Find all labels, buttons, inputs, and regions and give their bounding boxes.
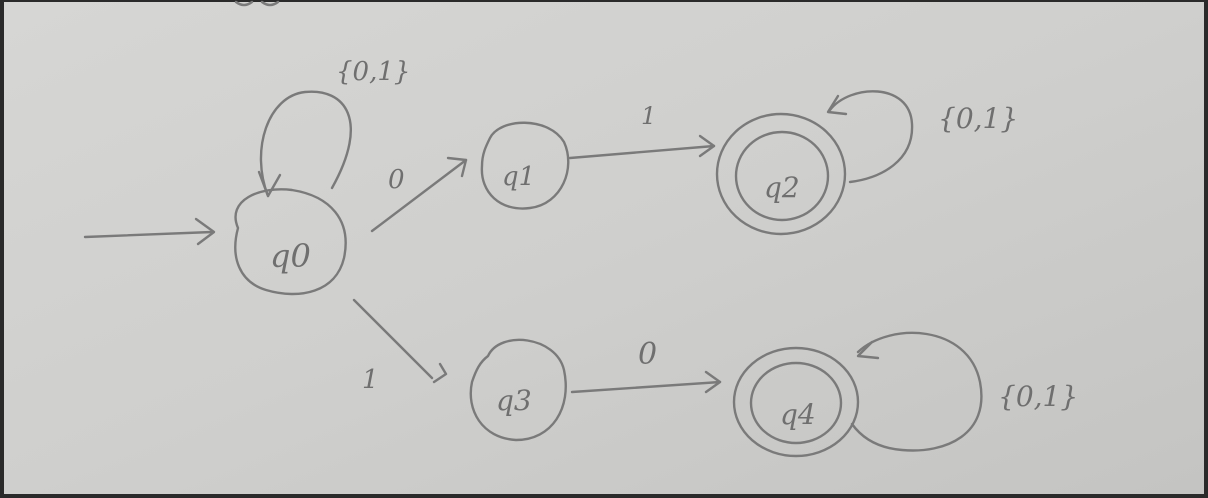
state-q3-label: q3 — [496, 384, 532, 417]
transition-q3-q4 — [570, 370, 722, 394]
q0-loop-label: {0,1} — [336, 57, 410, 87]
transition-q1-q2-label: 1 — [641, 102, 656, 130]
state-q0: q0 — [234, 188, 347, 296]
q0-self-loop — [257, 90, 352, 198]
state-q3: q3 — [469, 338, 567, 442]
state-q1: q1 — [480, 121, 570, 210]
state-q2: q2 — [715, 112, 847, 236]
state-q2-label: q2 — [764, 171, 800, 204]
q2-loop-label: {0,1} — [938, 102, 1018, 135]
state-q1-label: q1 — [502, 162, 535, 192]
state-q4: q4 — [732, 346, 860, 458]
transition-q0-q3-label: 1 — [362, 365, 379, 395]
state-q4-label: q4 — [780, 398, 816, 431]
start-arrow — [83, 217, 216, 246]
q4-loop-label: {0,1} — [998, 380, 1078, 413]
cropped-scribble — [234, 0, 280, 7]
state-q0-label: q0 — [270, 237, 311, 275]
whiteboard-surface — [4, 2, 1204, 494]
transition-q3-q4-label: 0 — [638, 337, 657, 372]
transition-q0-q1-label: 0 — [388, 165, 405, 195]
transition-q0-q1 — [370, 156, 468, 233]
transition-q0-q3 — [352, 298, 448, 384]
q4-self-loop — [850, 331, 983, 452]
q2-self-loop — [826, 90, 914, 184]
transition-q1-q2 — [568, 134, 716, 160]
